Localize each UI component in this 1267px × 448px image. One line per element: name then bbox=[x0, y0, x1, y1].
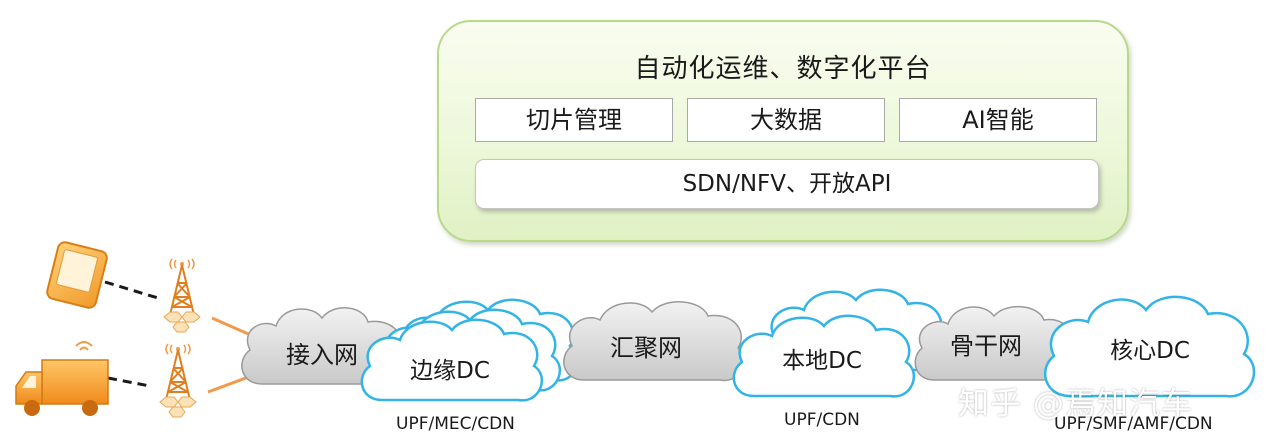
phone-icon bbox=[46, 241, 108, 309]
slice-management-box: 切片管理 bbox=[475, 98, 673, 142]
truck-link bbox=[107, 376, 151, 388]
ai-box: AI智能 bbox=[899, 98, 1097, 142]
truck-icon bbox=[15, 341, 109, 416]
backbone-network-label: 骨干网 bbox=[950, 332, 1022, 360]
access-network-label: 接入网 bbox=[286, 341, 358, 369]
local-dc-label: 本地DC bbox=[782, 348, 862, 374]
core-dc-functions: UPF/SMF/AMF/CDN bbox=[1054, 414, 1213, 434]
aggregation-network-label: 汇聚网 bbox=[610, 334, 682, 362]
big-data-box: 大数据 bbox=[687, 98, 885, 142]
edge-dc-label: 边缘DC bbox=[410, 358, 490, 384]
local-dc-functions: UPF/CDN bbox=[784, 410, 860, 430]
watermark: 知乎 @焉知汽车 bbox=[958, 386, 1193, 422]
edge-dc-cloud bbox=[360, 298, 580, 402]
platform-title: 自动化运维、数字化平台 bbox=[634, 54, 932, 84]
cell-tower-icon bbox=[159, 343, 197, 418]
aggregation-network-cloud bbox=[563, 301, 745, 382]
platform-panel: 自动化运维、数字化平台 切片管理 大数据 AI智能 SDN/NFV、开放API bbox=[437, 20, 1129, 242]
cell-tower-icon bbox=[163, 258, 201, 333]
core-dc-label: 核心DC bbox=[1110, 338, 1190, 364]
sdn-nfv-api-box: SDN/NFV、开放API bbox=[475, 159, 1099, 209]
local-dc-cloud bbox=[732, 288, 948, 398]
phone-link bbox=[104, 280, 159, 300]
core-dc-cloud bbox=[1044, 295, 1256, 398]
edge-dc-functions: UPF/MEC/CDN bbox=[396, 414, 515, 434]
